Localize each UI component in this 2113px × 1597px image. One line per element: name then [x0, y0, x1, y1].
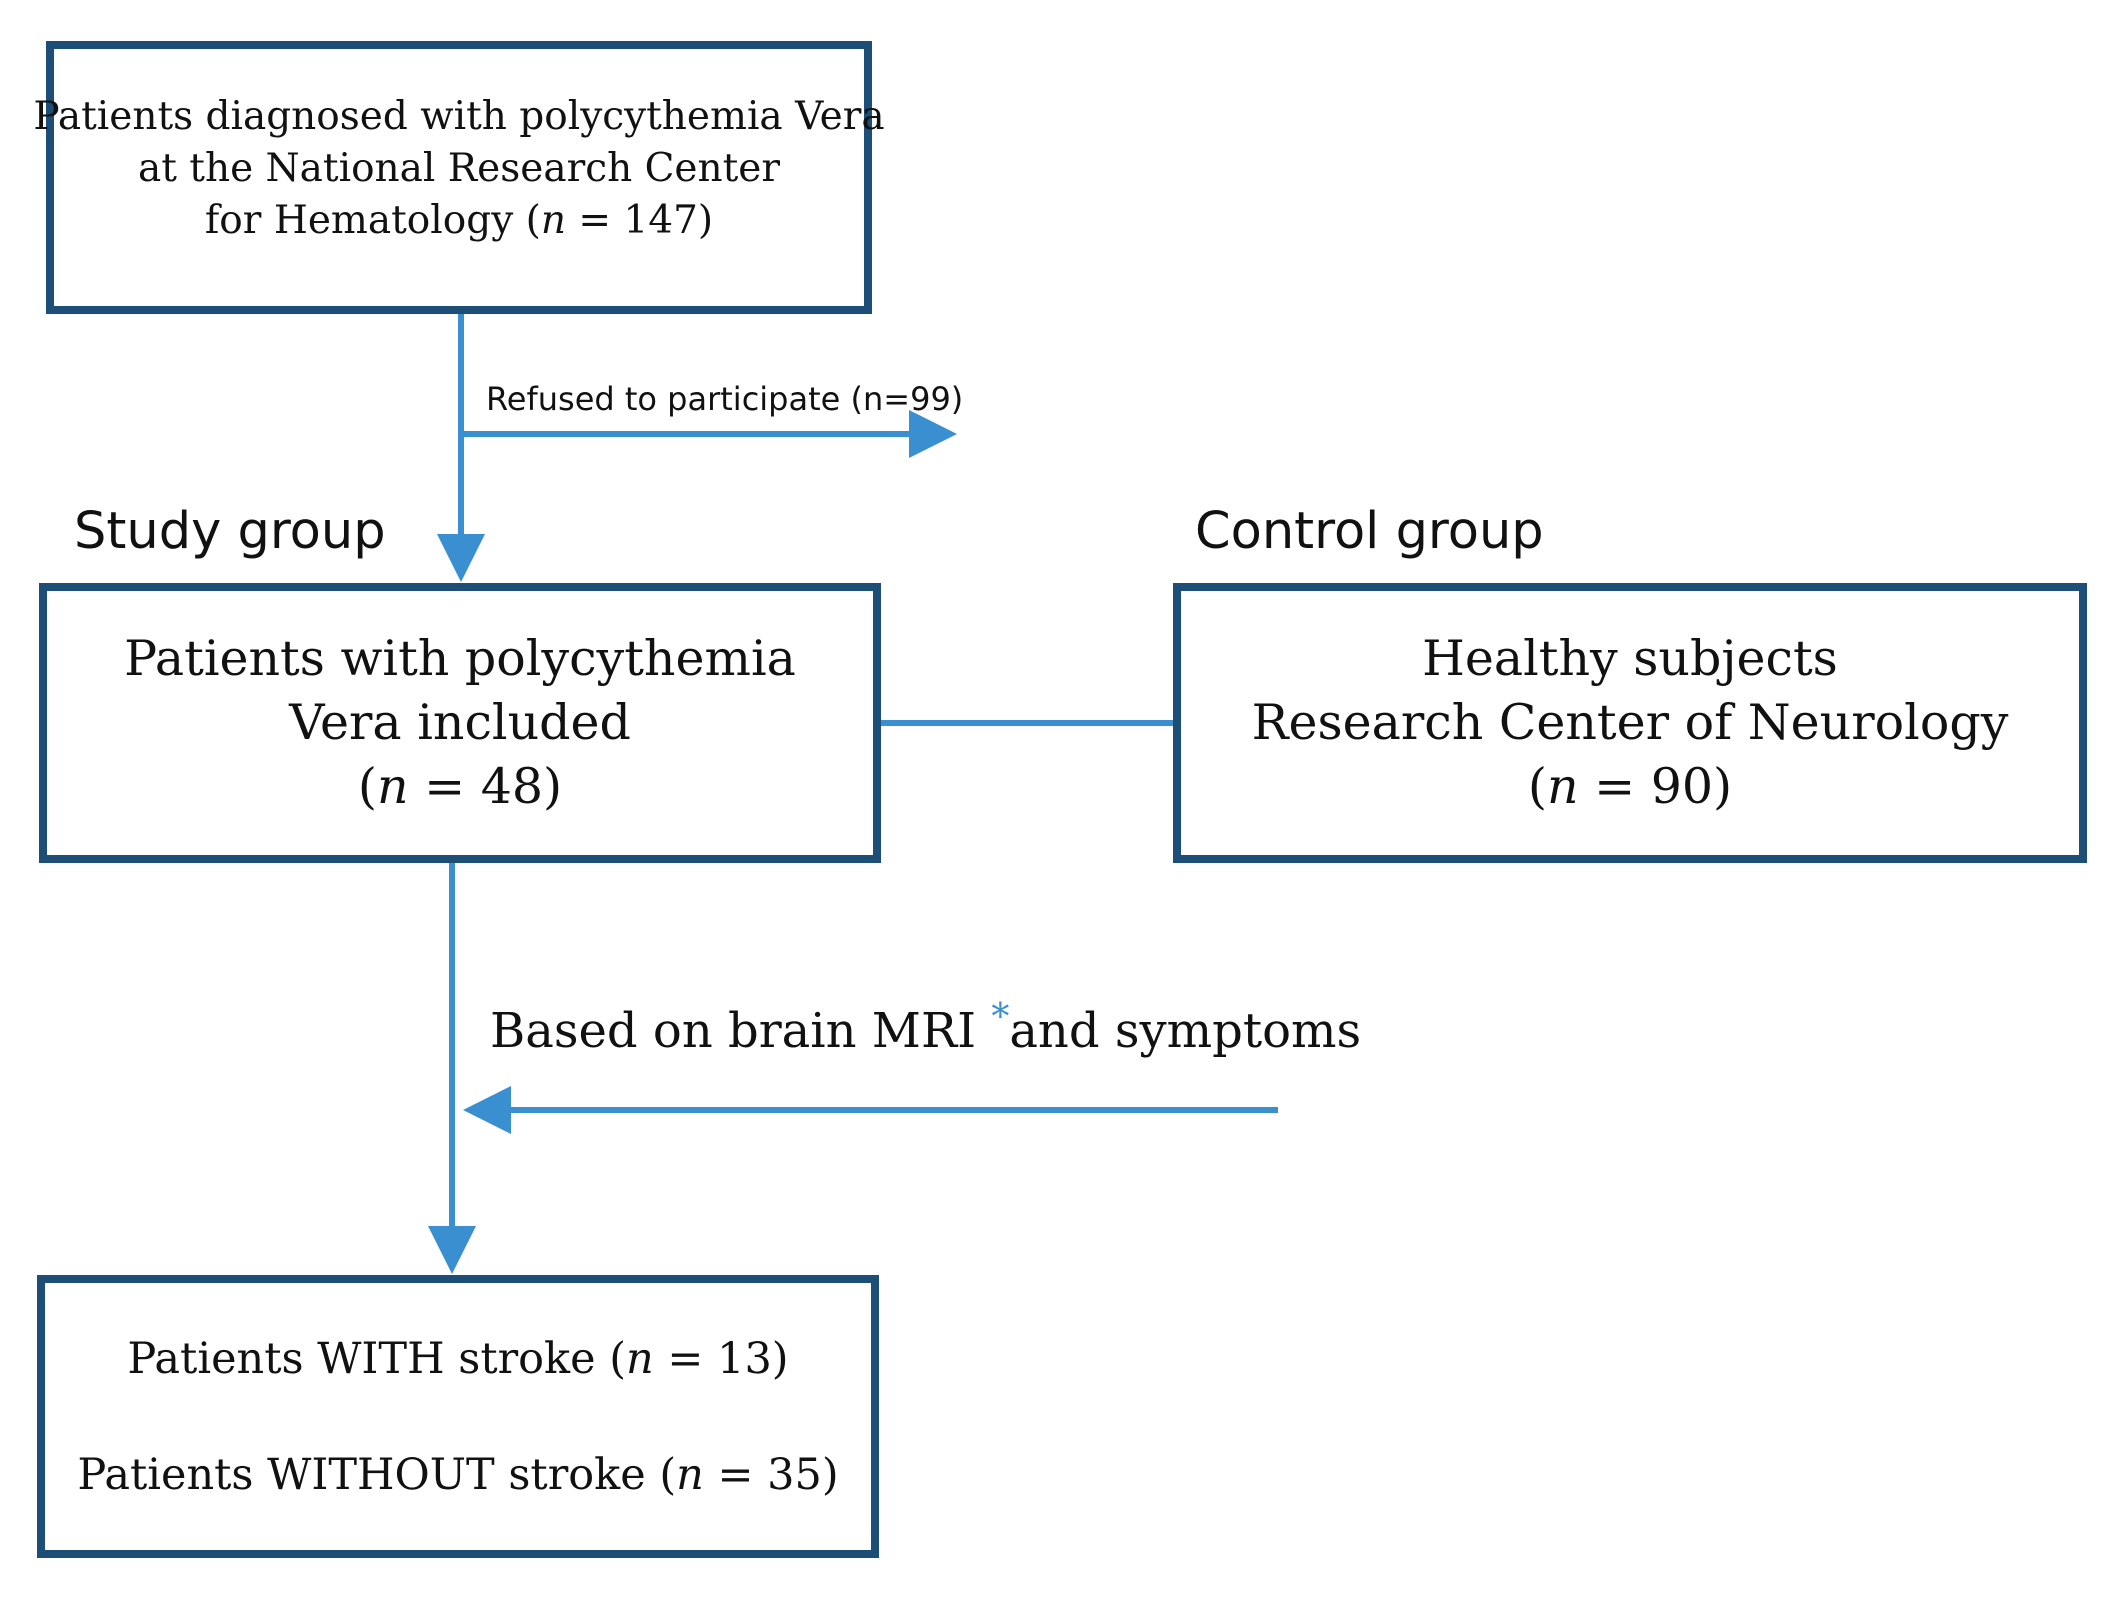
- box-diagnosed-patients: Patients diagnosed with polycythemia Ver…: [33, 41, 885, 314]
- box-healthy-line-1: Healthy subjects: [1422, 630, 1838, 687]
- box-included-count: = 48): [408, 758, 563, 815]
- box-diagnosed-n-symbol: n: [540, 197, 566, 243]
- box-healthy-count-prefix: (: [1527, 758, 1547, 815]
- control-group-label: Control group: [1195, 502, 1544, 561]
- box-included-line-1: Patients with polycythemia: [124, 630, 796, 687]
- box-included-n-symbol: n: [376, 758, 409, 815]
- outcome-with-stroke: Patients WITH stroke (n = 13): [127, 1330, 788, 1388]
- mri-asterisk: *: [991, 997, 1010, 1038]
- outcome-without-count: = 35): [703, 1449, 839, 1500]
- box-included-count-prefix: (: [357, 758, 377, 815]
- box-diagnosed-line-3: for Hematology (n = 147): [205, 195, 713, 247]
- outcome-without-stroke: Patients WITHOUT stroke (n = 35): [77, 1446, 838, 1504]
- box-included-patients: Patients with polycythemia Vera included…: [39, 583, 881, 863]
- box-included-line-3: (n = 48): [358, 755, 562, 819]
- outcome-with-count: = 13): [653, 1333, 789, 1384]
- box-healthy-line-2: Research Center of Neurology: [1251, 694, 2009, 751]
- box-included-line-2: Vera included: [289, 694, 631, 751]
- box-diagnosed-count: = 147): [565, 197, 714, 243]
- box-diagnosed-line-1: Patients diagnosed with polycythemia Ver…: [33, 93, 885, 139]
- box-healthy-n-symbol: n: [1546, 758, 1579, 815]
- outcome-with-n-symbol: n: [626, 1333, 654, 1384]
- box-healthy-count: = 90): [1578, 758, 1733, 815]
- box-stroke-outcome: Patients WITH stroke (n = 13) Patients W…: [37, 1275, 879, 1558]
- refused-label: Refused to participate (n=99): [486, 380, 964, 418]
- outcome-without-n-symbol: n: [676, 1449, 704, 1500]
- mri-label-after: and symptoms: [1009, 1003, 1362, 1059]
- box-diagnosed-line-2: at the National Research Center: [137, 145, 781, 191]
- box-healthy-subjects: Healthy subjects Research Center of Neur…: [1173, 583, 2087, 863]
- mri-label-before: Based on brain MRI: [490, 1003, 992, 1059]
- outcome-with-prefix: Patients WITH stroke (: [127, 1333, 627, 1384]
- box-healthy-line-3: (n = 90): [1528, 755, 1732, 819]
- mri-criteria-label: Based on brain MRI *and symptoms: [490, 997, 1362, 1067]
- box-diagnosed-line-3-prefix: for Hematology (: [204, 197, 541, 243]
- study-group-label: Study group: [74, 502, 386, 561]
- outcome-without-prefix: Patients WITHOUT stroke (: [77, 1449, 677, 1500]
